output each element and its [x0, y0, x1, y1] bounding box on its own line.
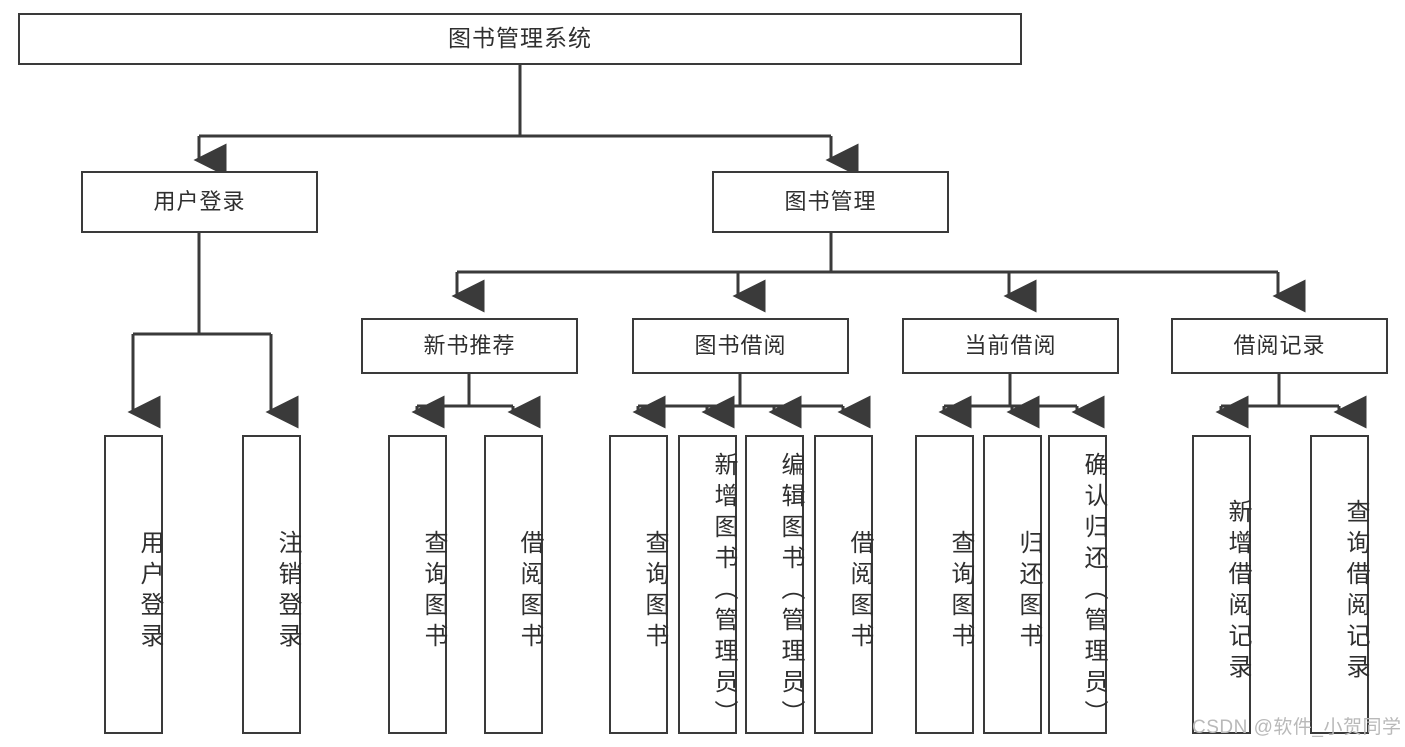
leaf-borrow-borrow-book[interactable]: 借阅图书	[814, 435, 873, 734]
leaf-record-query[interactable]: 查询借阅记录	[1310, 435, 1369, 734]
leaf-borrow-add-book-admin[interactable]: 新增图书（管理员）	[678, 435, 737, 734]
leaf-borrow-query-book[interactable]: 查询图书	[609, 435, 668, 734]
leaf-new-book-query[interactable]: 查询图书	[388, 435, 447, 734]
node-book-borrow[interactable]: 图书借阅	[632, 318, 849, 374]
leaf-label: 新增借阅记录	[1224, 498, 1251, 685]
leaf-current-return-book[interactable]: 归还图书	[983, 435, 1042, 734]
node-current-borrow[interactable]: 当前借阅	[902, 318, 1119, 374]
leaf-label: 查询图书	[947, 529, 974, 654]
leaf-label: 新增图书（管理员）	[710, 452, 737, 731]
leaf-record-add[interactable]: 新增借阅记录	[1192, 435, 1251, 734]
leaf-label: 归还图书	[1015, 529, 1042, 654]
leaf-borrow-edit-book-admin[interactable]: 编辑图书（管理员）	[745, 435, 804, 734]
leaf-label: 注销登录	[274, 529, 301, 654]
watermark-text: CSDN @软件_小贺同学	[1192, 717, 1402, 738]
node-root[interactable]: 图书管理系统	[18, 13, 1022, 65]
node-borrow-record[interactable]: 借阅记录	[1171, 318, 1388, 374]
leaf-label: 借阅图书	[516, 529, 543, 654]
leaf-label: 查询图书	[420, 529, 447, 654]
leaf-label: 确认归还（管理员）	[1080, 452, 1107, 731]
node-book-management[interactable]: 图书管理	[712, 171, 949, 233]
leaf-label: 编辑图书（管理员）	[777, 452, 804, 731]
node-new-book-recommend[interactable]: 新书推荐	[361, 318, 578, 374]
leaf-label: 查询图书	[641, 529, 668, 654]
node-user-login[interactable]: 用户登录	[81, 171, 318, 233]
leaf-new-book-borrow[interactable]: 借阅图书	[484, 435, 543, 734]
leaf-label: 查询借阅记录	[1342, 498, 1369, 685]
leaf-current-query-book[interactable]: 查询图书	[915, 435, 974, 734]
leaf-current-confirm-return-admin[interactable]: 确认归还（管理员）	[1048, 435, 1107, 734]
leaf-label: 借阅图书	[846, 529, 873, 654]
leaf-label: 用户登录	[136, 529, 163, 654]
leaf-user-login-logout[interactable]: 注销登录	[242, 435, 301, 734]
leaf-user-login-login[interactable]: 用户登录	[104, 435, 163, 734]
